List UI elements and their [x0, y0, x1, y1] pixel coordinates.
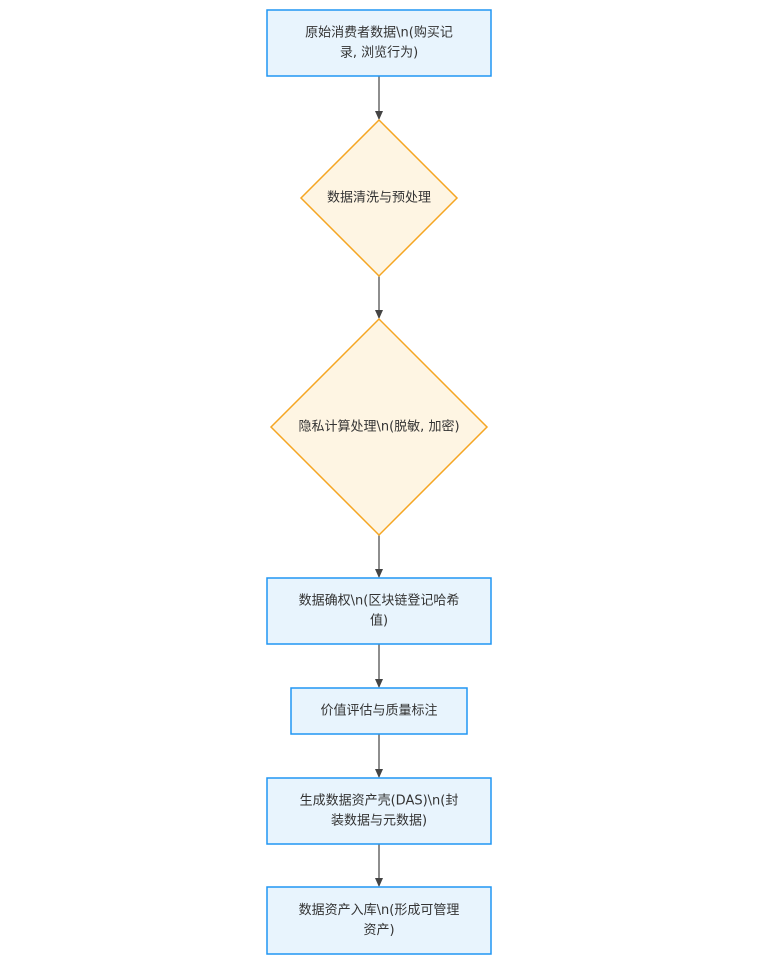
node-label-line: 资产): [363, 923, 394, 938]
node-label-line: 录, 浏览行为): [340, 45, 418, 61]
flow-node-5: 价值评估与质量标注: [290, 687, 468, 735]
node-label-line: 生成数据资产壳(DAS)\n(封: [300, 794, 459, 809]
node-label-line: 数据确权\n(区块链登记哈希: [299, 593, 460, 609]
node-label-line: 原始消费者数据\n(购买记: [305, 25, 453, 41]
flow-node-2: 数据清洗与预处理: [299, 118, 459, 278]
node-label-line: 值): [370, 613, 388, 629]
node-label-line: 数据清洗与预处理: [327, 191, 431, 206]
node-label-line: 价值评估与质量标注: [320, 703, 437, 719]
node-label-line: 数据资产入库\n(形成可管理: [299, 902, 460, 918]
flow-node-3: 隐私计算处理\n(脱敏, 加密): [269, 317, 489, 537]
process-box: [266, 886, 492, 955]
decision-diamond: [269, 317, 489, 537]
process-box: [266, 577, 492, 645]
process-box: [266, 9, 492, 77]
node-label-line: 隐私计算处理\n(脱敏, 加密): [298, 419, 459, 435]
process-box: [266, 777, 492, 845]
decision-diamond: [299, 118, 459, 278]
node-label-line: 装数据与元数据): [331, 814, 427, 829]
process-box: [290, 687, 468, 735]
